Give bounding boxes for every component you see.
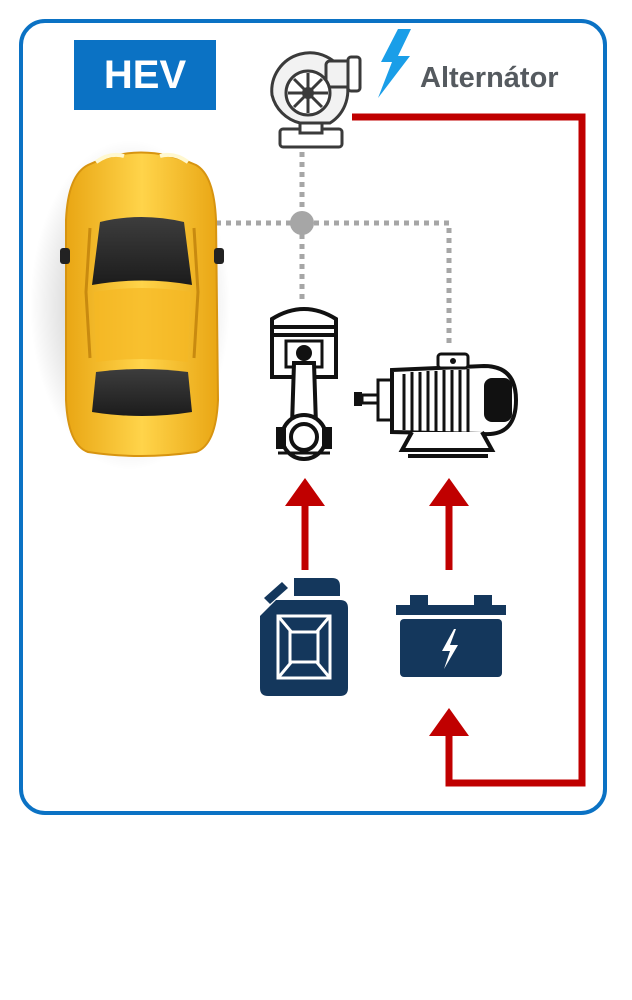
piston-icon [270,307,338,461]
link-junction-motor [314,220,452,345]
alternator-return-line [352,113,586,787]
battery-to-motor-arrow [429,478,469,570]
energy-flow [285,113,586,787]
electric-motor-icon [354,352,519,458]
fuel-canister-icon [260,578,348,696]
diagram-frame [19,19,607,815]
mechanical-links [216,152,452,345]
link-junction-node [290,211,314,235]
hev-badge: HEV [74,40,216,110]
turbine-icon [270,51,362,149]
car-top-view-icon [30,140,230,470]
battery-charge-arrowhead [429,708,469,736]
fuel-to-engine-arrow [285,478,325,570]
battery-icon [396,595,506,677]
alternator-label: Alternátor [420,62,559,94]
lightning-icon [378,29,411,98]
